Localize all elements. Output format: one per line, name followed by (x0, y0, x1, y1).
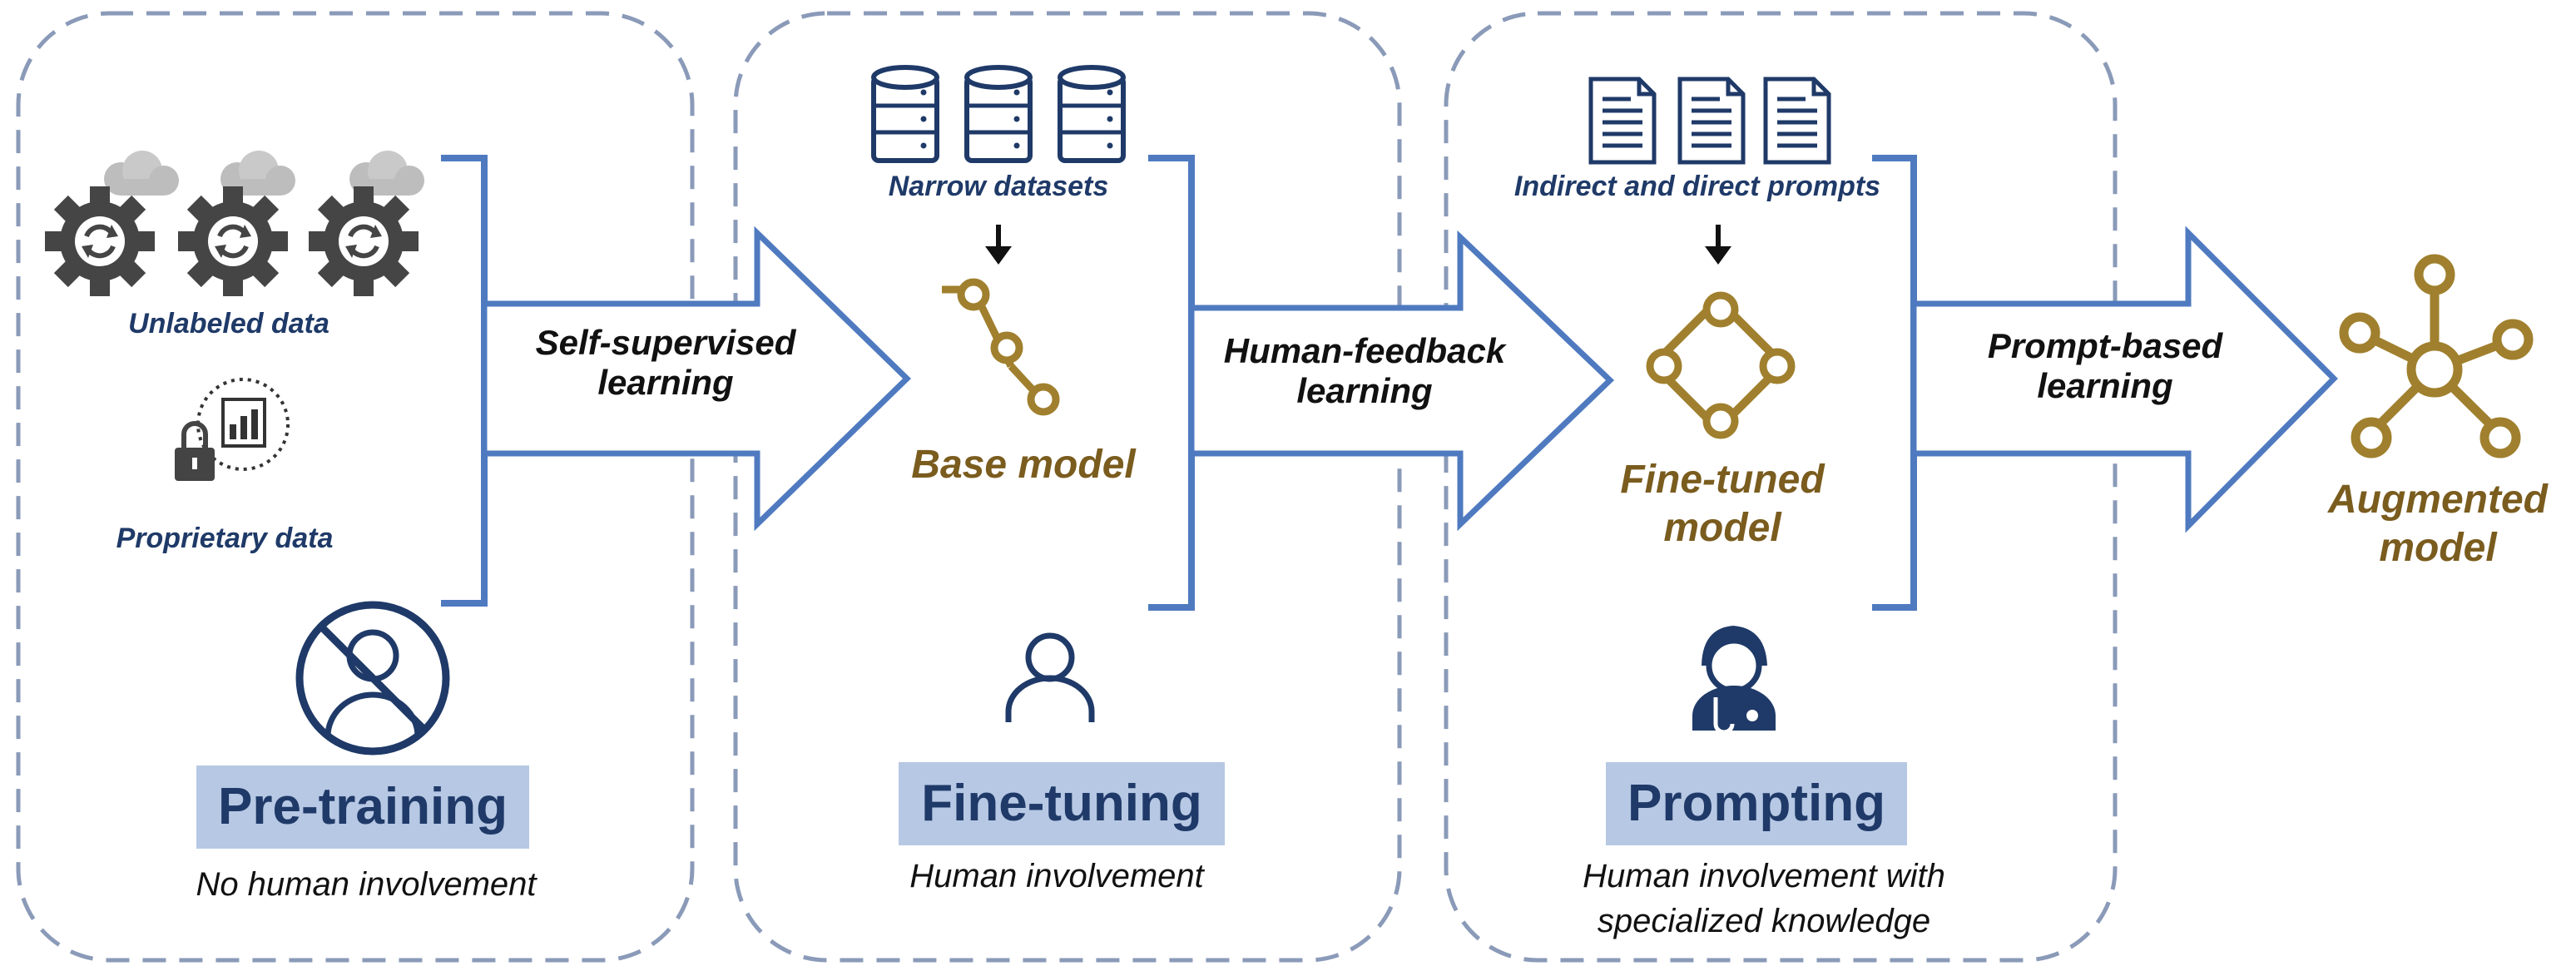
arrow-label-line: Prompt-based (1987, 326, 2223, 365)
gear-cloud-icon (45, 151, 179, 296)
stage-subtitle: Human involvement with specialized knowl… (1583, 858, 1945, 939)
stage-box-finetuning: Fine-tuning (899, 762, 1225, 845)
bracket-pretraining (441, 155, 488, 607)
no-human-icon (295, 601, 450, 755)
arrow-label-prompt-based: Prompt-based learning (1955, 326, 2255, 406)
stage-box-pretraining: Pre-training (196, 765, 529, 849)
prompting-box (1444, 11, 2118, 963)
arrow-human-feedback (1188, 230, 1615, 532)
stage-box-prompting: Prompting (1606, 762, 1907, 845)
model-label-line: model (2379, 526, 2497, 570)
model-label-line: Fine-tuned (1620, 458, 1825, 502)
proprietary-data-label: Proprietary data (116, 523, 334, 554)
document-icon (1680, 79, 1743, 162)
augmented-model-label: Augmented model (2305, 476, 2571, 572)
base-model-icon (942, 278, 1060, 416)
augmented-model-icon (2339, 254, 2534, 458)
stage-title: Prompting (1627, 775, 1885, 832)
bracket-finetuning (1148, 155, 1195, 611)
database-icon (1060, 67, 1123, 161)
document-icon (1766, 79, 1829, 162)
arrow-label-line: Self-supervised (535, 323, 796, 362)
stage-subtitle: Human involvement (909, 858, 1204, 894)
gear-cloud-icon (178, 151, 295, 296)
lock-chart-icon (175, 378, 290, 481)
gear-cloud-icon (309, 151, 424, 296)
down-arrow-icon (985, 225, 1012, 265)
person-icon (1005, 632, 1095, 722)
down-arrow-icon (1705, 225, 1731, 265)
arrow-label-line: learning (2037, 366, 2173, 405)
prompts-label: Indirect and direct prompts (1513, 171, 1881, 202)
stage-subtitle: No human involvement (196, 866, 537, 903)
fine-tuned-model-icon (1646, 291, 1796, 439)
arrow-label-line: learning (1296, 371, 1433, 410)
arrow-prompt-based (1910, 225, 2338, 533)
database-icon (874, 67, 937, 161)
arrow-label-line: learning (597, 363, 734, 402)
database-icon (967, 67, 1030, 161)
arrow-self-supervised (481, 225, 912, 532)
bracket-prompting (1872, 155, 1917, 611)
model-label-line: Augmented (2328, 478, 2548, 522)
narrow-datasets-label: Narrow datasets (888, 171, 1109, 202)
base-model-label: Base model (911, 443, 1136, 487)
finetuning-box (733, 11, 1402, 963)
arrow-label-line: Human-feedback (1223, 331, 1506, 370)
fine-tuned-model-label: Fine-tuned model (1581, 456, 1864, 552)
model-label-line: model (1663, 506, 1781, 550)
unlabeled-data-label: Unlabeled data (128, 308, 329, 339)
arrow-label-self-supervised: Self-supervised learning (516, 323, 815, 403)
document-icon (1591, 79, 1654, 162)
stage-title: Pre-training (218, 778, 508, 835)
stage-title: Fine-tuning (921, 775, 1202, 832)
arrow-label-human-feedback: Human-feedback learning (1215, 331, 1514, 411)
doctor-icon (1692, 626, 1776, 735)
